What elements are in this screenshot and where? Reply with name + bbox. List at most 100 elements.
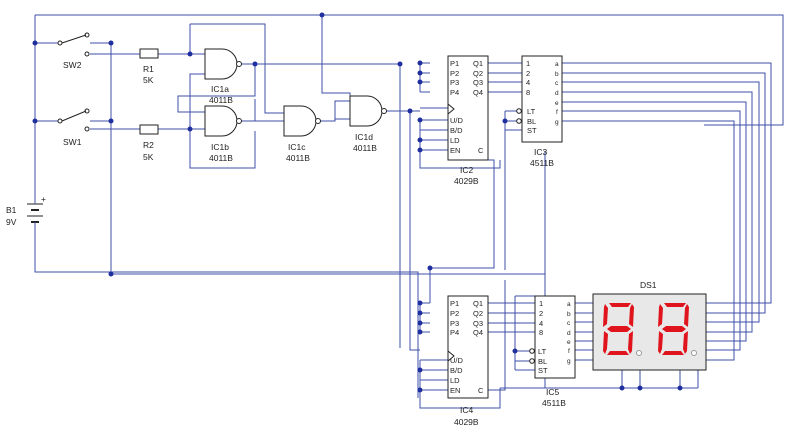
sw1-label: SW1 <box>63 137 82 147</box>
ic2-pin-p2: P2 <box>450 69 459 78</box>
nand-ic1a: IC1a 4011B <box>204 48 242 105</box>
ic5-pin-bl: BL <box>538 357 547 366</box>
ic5-pin-8: 8 <box>539 328 543 337</box>
ic5-pin-a: a <box>567 301 571 308</box>
nand-ic1c: IC1c 4011B <box>283 105 321 163</box>
ic4-pin-en: EN <box>450 386 460 395</box>
ic5-part: 4511B <box>542 398 566 408</box>
r1-label: R1 <box>143 64 154 74</box>
ic5-pin-st: ST <box>538 366 548 375</box>
ic4-pin-c: C <box>478 386 484 395</box>
resistor-r1: R1 5K <box>139 48 159 85</box>
ic2-pin-q1: Q1 <box>473 59 483 68</box>
digit-1-segment-e <box>603 331 608 354</box>
resistor-r2: R2 5K <box>139 124 159 162</box>
ic4-pin-p3: P3 <box>450 319 459 328</box>
digit-2-segment-e <box>658 331 663 354</box>
ic4-pin-q2: Q2 <box>473 309 483 318</box>
switch-sw2: SW2 <box>57 32 90 70</box>
ic5-pin-lt: LT <box>538 347 547 356</box>
r2-value: 5K <box>143 152 154 162</box>
ic4-pin-p1: P1 <box>450 299 459 308</box>
ic1b-part: 4011B <box>209 153 233 163</box>
ic4-pin-q1: Q1 <box>473 299 483 308</box>
ic5-pin-g: g <box>567 358 571 365</box>
r1-value: 5K <box>143 75 154 85</box>
digit-2-segment-c <box>683 331 688 354</box>
ic5-pin-c: c <box>567 320 571 327</box>
ic2-pin-p3: P3 <box>450 78 459 87</box>
wires <box>34 14 784 409</box>
sw2-label: SW2 <box>63 60 82 70</box>
digit-2-segment-b <box>684 304 689 327</box>
digit-1-segment-c <box>628 331 633 354</box>
ic1c-label: IC1c <box>288 142 306 152</box>
digit-1-decimal-point <box>636 350 642 356</box>
ic2-pin-ud: U/D <box>450 116 464 125</box>
ic3-pin-e: e <box>555 100 559 107</box>
digit-1-segment-b <box>629 304 634 327</box>
battery-plus: + <box>41 194 46 204</box>
ic4-pin-q3: Q3 <box>473 319 483 328</box>
ic4-label: IC4 <box>460 405 474 415</box>
ic4-pin-bd: B/D <box>450 366 463 375</box>
ic2-label: IC2 <box>460 165 474 175</box>
ic2-pin-p4: P4 <box>450 88 459 97</box>
ic5-label: IC5 <box>546 387 560 397</box>
ic1c-part: 4011B <box>286 153 310 163</box>
ic1a-label: IC1a <box>211 84 229 94</box>
ic2-pin-q4: Q4 <box>473 88 483 97</box>
chip-ic4: P1 P2 P3 P4 Q1 Q2 Q3 Q4 U/D B/D LD EN C … <box>447 295 489 427</box>
digit-1-segment-a <box>609 303 631 307</box>
ic2-pin-bd: B/D <box>450 126 463 135</box>
digit-1-segment-f <box>603 304 608 327</box>
ic3-pin-a: a <box>555 61 559 68</box>
ic3-pin-bl: BL <box>527 117 536 126</box>
ic5-pin-e: e <box>567 339 571 346</box>
ic3-pin-c: c <box>555 80 559 87</box>
ic5-pin-f: f <box>568 348 570 355</box>
digit-1-segment-g <box>607 326 631 332</box>
ic2-part: 4029B <box>454 176 479 186</box>
junction-dots <box>32 12 683 393</box>
ic3-pin-lt: LT <box>527 107 536 116</box>
ic3-pin-4: 4 <box>526 78 530 87</box>
chip-ic2: P1 P2 P3 P4 Q1 Q2 Q3 Q4 U/D B/D LD EN C … <box>447 55 489 186</box>
ic5-pin-4: 4 <box>539 319 543 328</box>
ic3-part: 4511B <box>530 158 554 168</box>
ic3-pin-st: ST <box>527 126 537 135</box>
nand-ic1d: IC1d 4011B <box>349 95 387 153</box>
display-digit-1 <box>603 303 642 356</box>
ic4-part: 4029B <box>454 417 479 427</box>
display-digit-2 <box>658 303 697 356</box>
switch-sw1: SW1 <box>57 108 90 147</box>
ic2-pin-q2: Q2 <box>473 69 483 78</box>
ic4-pin-ud: U/D <box>450 356 464 365</box>
ic4-pin-q4: Q4 <box>473 328 483 337</box>
chip-ic3: 1 2 4 8 LT BL ST a b c d e f g IC3 4511B <box>516 55 563 168</box>
ic2-pin-q3: Q3 <box>473 78 483 87</box>
ic4-pin-p2: P2 <box>450 309 459 318</box>
ic4-pin-ld: LD <box>450 376 460 385</box>
display-ds1: DS1 <box>592 280 707 371</box>
ic3-pin-b: b <box>555 71 559 78</box>
ic1d-label: IC1d <box>355 132 373 142</box>
ic3-pin-g: g <box>555 119 559 126</box>
digit-2-decimal-point <box>691 350 697 356</box>
ic2-pin-p1: P1 <box>450 59 459 68</box>
ic3-pin-8: 8 <box>526 88 530 97</box>
r2-label: R2 <box>143 140 154 150</box>
ic5-pin-b: b <box>567 311 571 318</box>
digit-2-segment-f <box>658 304 663 327</box>
ic3-pin-1: 1 <box>526 59 530 68</box>
ds1-label: DS1 <box>640 280 657 290</box>
ic2-pin-en: EN <box>450 146 460 155</box>
ic1d-part: 4011B <box>353 143 377 153</box>
ic5-pin-1: 1 <box>539 299 543 308</box>
digit-1-segment-d <box>607 351 629 355</box>
b1-value: 9V <box>6 217 17 227</box>
digit-2-segment-d <box>662 351 684 355</box>
ic5-pin-d: d <box>567 330 571 337</box>
ic3-label: IC3 <box>534 147 548 157</box>
